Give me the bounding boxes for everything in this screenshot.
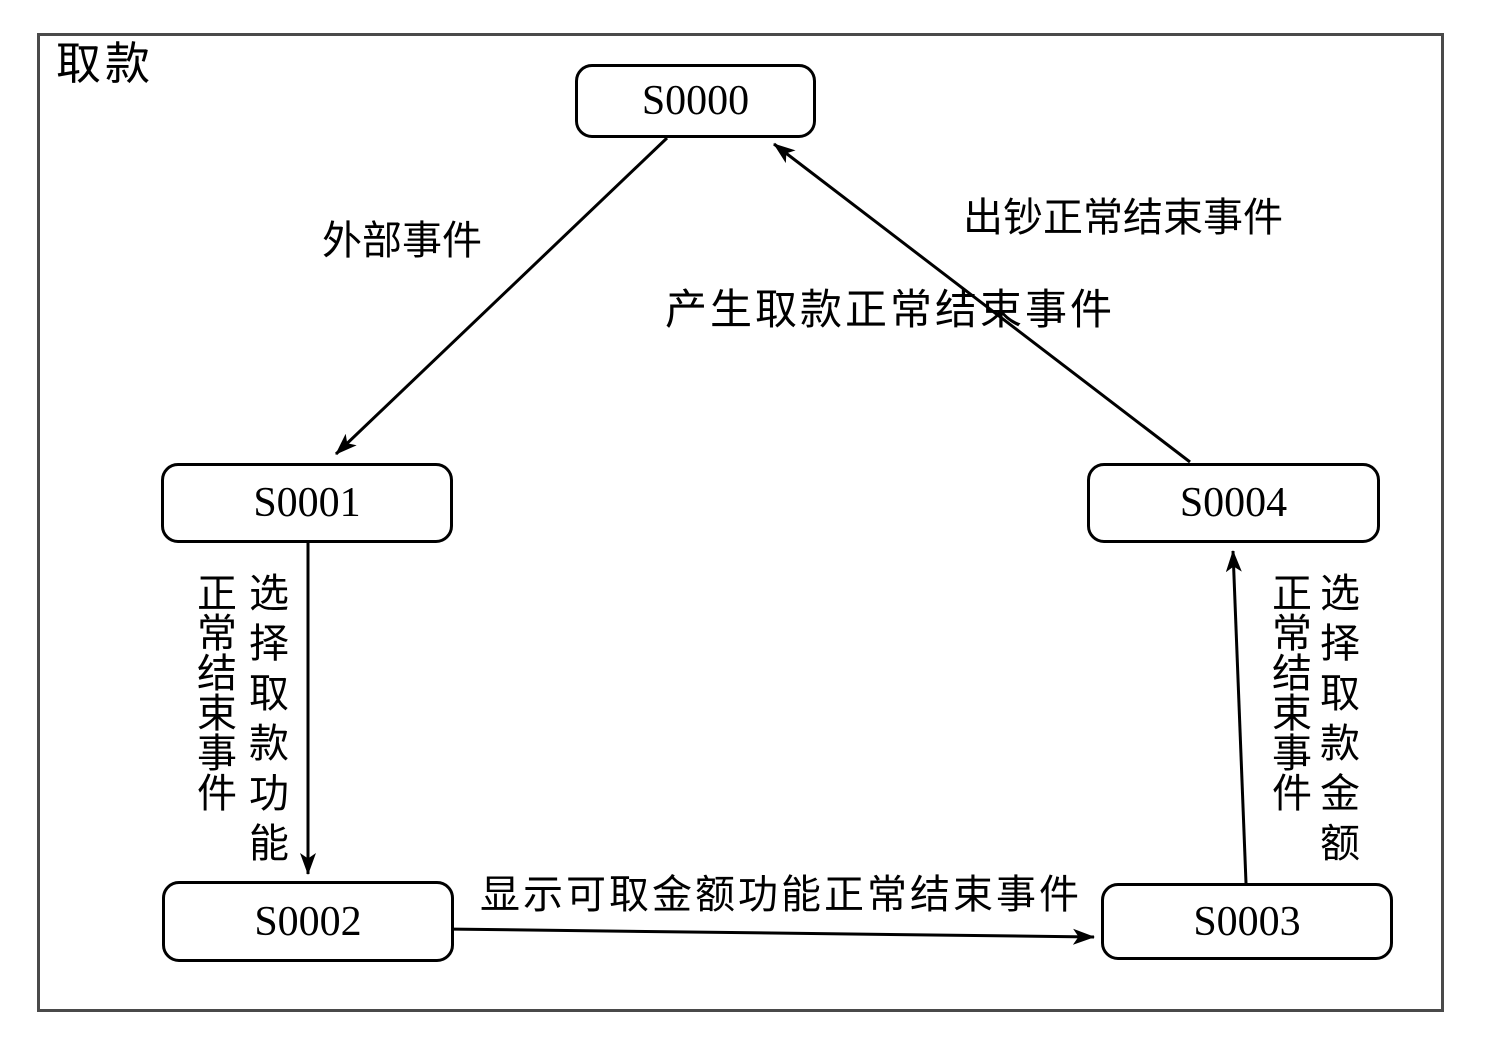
diagram-border-frame xyxy=(37,33,1444,1012)
arrow-s0000-to-s0001 xyxy=(334,136,669,456)
state-box-s0002: S0002 xyxy=(162,881,454,962)
state-box-s0000: S0000 xyxy=(575,64,816,138)
transition-label-left-normal-end-column: 正常结束事件 xyxy=(191,572,236,812)
transition-label-dispense-normal-end: 出钞正常结束事件 xyxy=(963,195,1283,240)
arrow-s0002-to-s0003 xyxy=(442,927,1095,945)
arrow-s0004-to-s0000 xyxy=(773,142,1191,464)
transition-label-select-withdraw-amount-column: 选择取款金额 xyxy=(1314,572,1359,872)
transition-label-right-normal-end-column: 正常结束事件 xyxy=(1266,572,1311,812)
arrow-s0003-to-s0004 xyxy=(1225,550,1248,884)
state-label-s0004: S0004 xyxy=(1179,480,1288,526)
transition-label-external-event: 外部事件 xyxy=(322,218,482,263)
diagram-title: 取款 xyxy=(56,39,155,89)
transition-label-show-available-amount-end: 显示可取金额功能正常结束事件 xyxy=(480,872,1082,917)
transition-label-produce-withdraw-normal-end: 产生取款正常结束事件 xyxy=(665,288,1116,334)
state-label-s0002: S0002 xyxy=(254,898,362,945)
state-label-s0001: S0001 xyxy=(253,480,361,526)
transition-label-select-withdraw-function-column: 选择取款功能 xyxy=(243,572,288,872)
state-box-s0003: S0003 xyxy=(1101,883,1393,960)
state-label-s0000: S0000 xyxy=(641,78,750,124)
state-box-s0001: S0001 xyxy=(161,463,453,543)
state-label-s0003: S0003 xyxy=(1193,898,1301,945)
state-box-s0004: S0004 xyxy=(1087,463,1380,543)
